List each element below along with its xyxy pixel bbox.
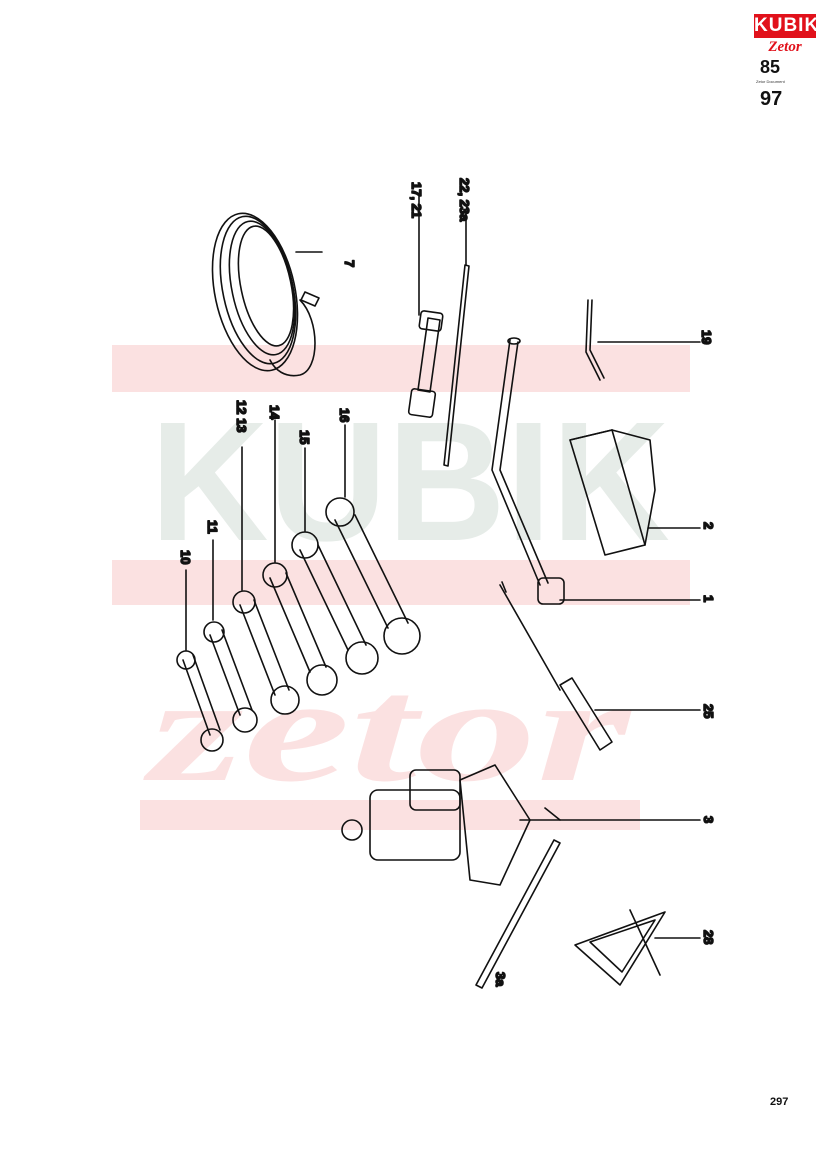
callout-28: 28 bbox=[701, 930, 716, 944]
callout-3a: 3a bbox=[493, 972, 508, 987]
wheel-brace-illustration bbox=[491, 337, 701, 605]
callout-2: 2 bbox=[701, 522, 716, 529]
watermark-suffix: DE bbox=[290, 795, 347, 839]
hydraulic-jack-illustration bbox=[341, 764, 701, 886]
coiled-hose-illustration bbox=[211, 212, 323, 377]
callout-14: 14 bbox=[267, 405, 282, 420]
screwdriver-illustration bbox=[499, 581, 701, 751]
tool-case-illustration bbox=[569, 429, 701, 556]
tommy-bar-illustration bbox=[443, 209, 470, 467]
callout-19: 19 bbox=[699, 330, 714, 344]
logo-tagline: Zetor Document bbox=[756, 79, 785, 84]
jack-handle-illustration bbox=[475, 839, 561, 989]
callout-17-21: 17, 21 bbox=[409, 182, 424, 218]
box-spanner-illustration bbox=[407, 194, 444, 418]
warning-triangle-illustration bbox=[574, 909, 701, 986]
spanner-12-13 bbox=[232, 446, 300, 715]
hex-key-illustration bbox=[585, 299, 701, 381]
callout-22-23a: 22, 23a bbox=[457, 178, 472, 222]
watermark-band-bottom bbox=[140, 800, 640, 830]
callout-25: 25 bbox=[701, 704, 716, 718]
callout-1: 1 bbox=[701, 595, 716, 602]
spanner-11 bbox=[203, 539, 258, 733]
spanner-16 bbox=[325, 424, 421, 655]
page-number: 297 bbox=[770, 1096, 789, 1108]
model-number-top: 85 bbox=[760, 57, 781, 77]
watermark-band-top bbox=[112, 345, 690, 392]
spanner-10 bbox=[176, 569, 224, 752]
spanner-set-illustration bbox=[176, 419, 421, 752]
spanner-14 bbox=[262, 419, 338, 696]
callout-11: 11 bbox=[205, 520, 220, 534]
callout-7: 7 bbox=[342, 260, 357, 267]
spanner-15 bbox=[291, 447, 379, 675]
model-number-bottom: 97 bbox=[760, 88, 783, 110]
logo-zetor: Zetor bbox=[768, 39, 802, 55]
callout-3: 3 bbox=[701, 816, 716, 823]
logo-kubik: KUBIK bbox=[754, 14, 820, 38]
callout-12-13: 12 13 bbox=[234, 400, 249, 433]
watermark-band-middle bbox=[112, 560, 690, 605]
callout-15: 15 bbox=[297, 430, 312, 444]
callout-10: 10 bbox=[178, 550, 193, 564]
brand-logo: KUBIK Zetor bbox=[754, 14, 820, 70]
callout-16: 16 bbox=[337, 408, 352, 422]
